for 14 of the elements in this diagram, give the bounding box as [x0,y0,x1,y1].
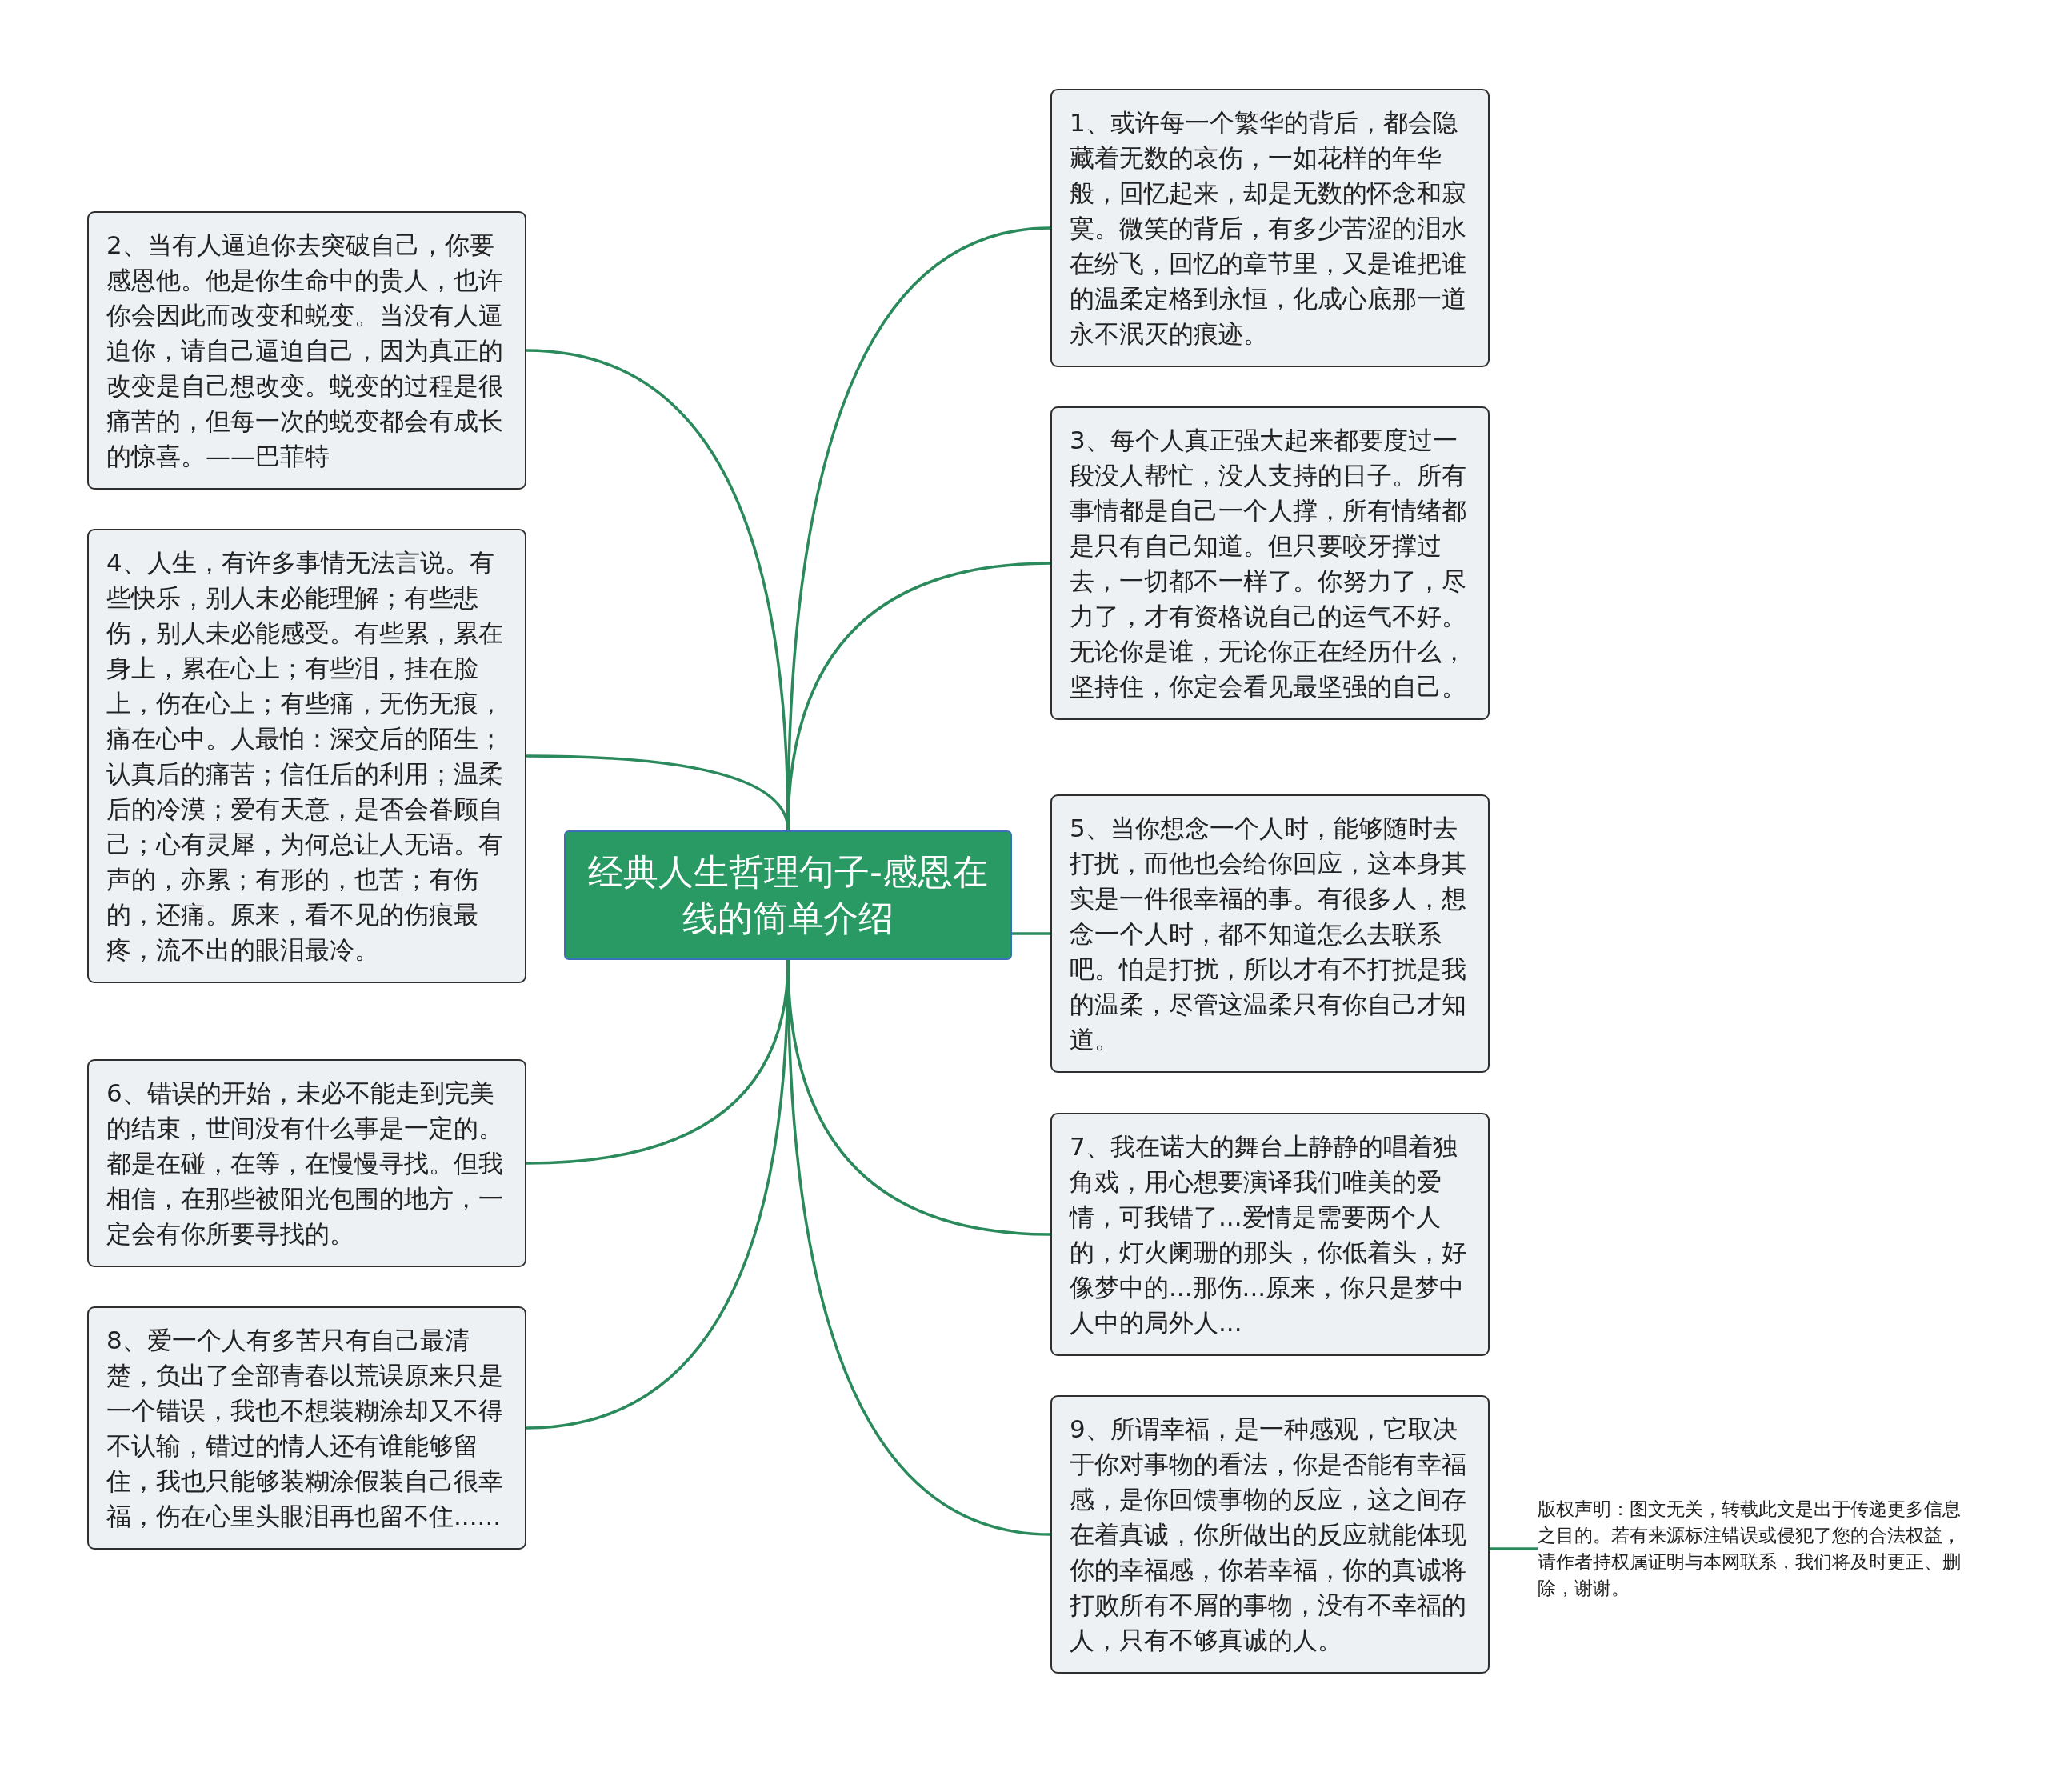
connector-line [526,754,790,831]
topic-card: 2、当有人逼迫你去突破自己，你要感恩他。他是你生命中的贵人，也许你会因此而改变和蜕变。当没有人逼迫你，请自己逼迫自己，因为真正的改变是自己想改变。蜕变的过程是很痛苦的，但每一次的蜕变都会有成长的惊喜。——巴菲特 [87,211,526,490]
topic-card: 3、每个人真正强大起来都要度过一段没人帮忙，没人支持的日子。所有事情都是自己一个人撑，所有情绪都是只有自己知道。但只要咬牙撑过去，一切都不一样了。你努力了，尽力了，才有资格说自己的运气不好。无论你是谁，无论你正在经历什么，坚持住，你定会看见最坚强的自己。 [1050,406,1490,720]
topic-card: 4、人生，有许多事情无法言说。有些快乐，别人未必能理解；有些悲伤，别人未必能感受。有些累，累在身上，累在心上；有些泪，挂在脸上，伤在心上；有些痛，无伤无痕，痛在心中。人最怕：深交后的陌生；认真后的痛苦；信任后的利用；温柔后的冷漠；爱有天意，是否会眷顾自己；心有灵犀，为何总让人无语。有声的，亦累；有形的，也苦；有伤的，还痛。原来，看不见的伤痕最疼，流不出的眼泪最冷。 [87,529,526,983]
copyright-note: 版权声明：图文无关，转载此文是出于传递更多信息之目的。若有来源标注错误或侵犯了您的合法权益，请作者持权属证明与本网联系，我们将及时更正、删除，谢谢。 [1538,1496,1962,1602]
topic-card: 1、或许每一个繁华的背后，都会隐藏着无数的哀伤，一如花样的年华般，回忆起来，却是无数的怀念和寂寞。微笑的背后，有多少苦涩的泪水在纷飞，回忆的章节里，又是谁把谁的温柔定格到永恒，化成心底那一道永不泯灭的痕迹。 [1050,89,1490,367]
central-topic: 经典人生哲理句子-感恩在线的简单介绍 [564,830,1012,960]
topic-card: 7、我在诺大的舞台上静静的唱着独角戏，用心想要演译我们唯美的爱情，可我错了...爱情是需要两个人的，灯火阑珊的那头，你低着头，好像梦中的...那伤...原来，你只是梦中人中的局外人... [1050,1113,1490,1356]
topic-card: 5、当你想念一个人时，能够随时去打扰，而他也会给你回应，这本身其实是一件很幸福的事。有很多人，想念一个人时，都不知道怎么去联系吧。怕是打扰，所以才有不打扰是我的温柔，尽管这温柔只有你自己才知道。 [1050,794,1490,1073]
connector-line [1490,1547,1538,1550]
topic-card: 9、所谓幸福，是一种感观，它取决于你对事物的看法，你是否能有幸福感，是你回馈事物的反应，这之间存在着真诚，你所做出的反应就能体现你的幸福感，你若幸福，你的真诚将打败所有不屑的事物，没有不幸福的人，只有不够真诚的人。 [1050,1395,1490,1674]
topic-card: 6、错误的开始，未必不能走到完美的结束，世间没有什么事是一定的。都是在碰，在等，在慢慢寻找。但我相信，在那些被阳光包围的地方，一定会有你所要寻找的。 [87,1059,526,1267]
topic-card: 8、爱一个人有多苦只有自己最清楚，负出了全部青春以荒误原来只是一个错误，我也不想装糊涂却又不得不认输，错过的情人还有谁能够留住，我也只能够装糊涂假装自己很幸福，伤在心里头眼泪再也留不住...... [87,1306,526,1550]
connector-line [1012,932,1050,935]
